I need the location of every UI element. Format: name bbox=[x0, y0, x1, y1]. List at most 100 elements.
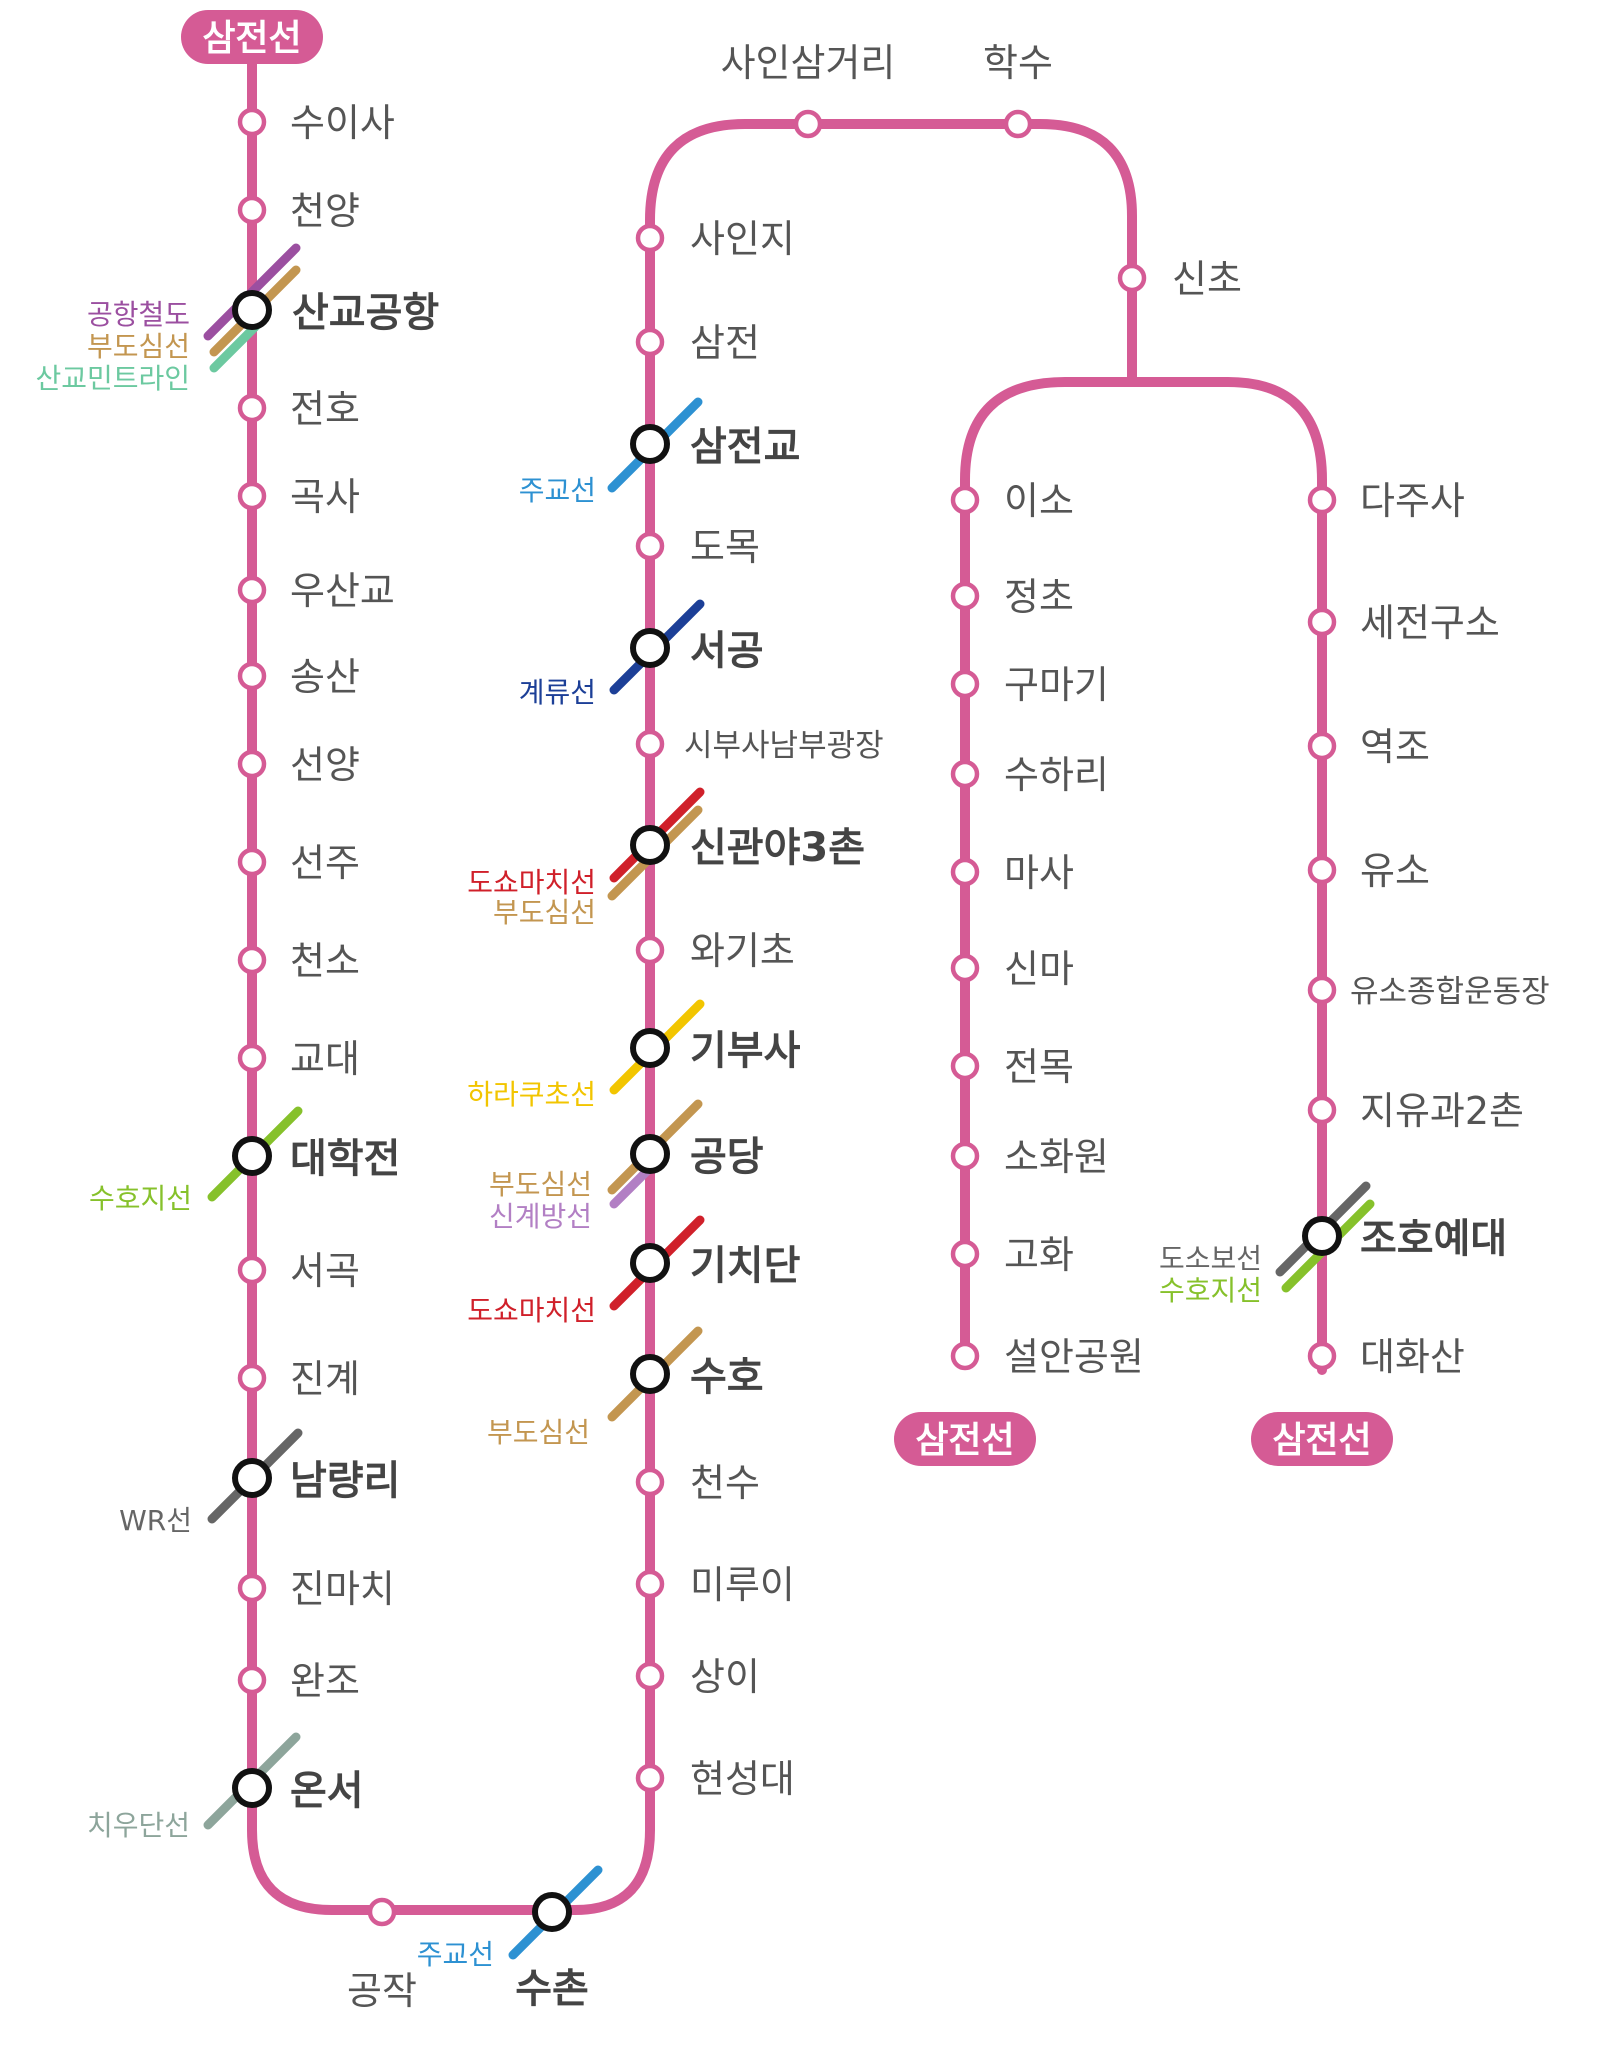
station-label-jeongcho[interactable]: 정초 bbox=[1004, 575, 1074, 619]
station-marker-haksu[interactable] bbox=[1003, 109, 1033, 139]
station-marker-yuso[interactable] bbox=[1307, 855, 1337, 885]
station-marker-dajusa[interactable] bbox=[1307, 485, 1337, 515]
station-label-gongjak[interactable]: 공작 bbox=[347, 1969, 417, 2013]
station-label-suisa[interactable]: 수이사 bbox=[290, 101, 395, 145]
station-label-sainsamgeori[interactable]: 사인삼거리 bbox=[721, 41, 896, 85]
station-label-wanjo[interactable]: 완조 bbox=[290, 1659, 360, 1703]
station-marker-gongdang[interactable] bbox=[630, 1134, 670, 1174]
station-label-gibusa[interactable]: 기부사 bbox=[690, 1028, 801, 1074]
station-label-iso[interactable]: 이소 bbox=[1004, 479, 1074, 523]
station-marker-jeonho[interactable] bbox=[237, 393, 267, 423]
station-label-seogok[interactable]: 서곡 bbox=[290, 1249, 360, 1293]
station-label-goha[interactable]: 고화 bbox=[1004, 1233, 1074, 1277]
station-label-dajusa[interactable]: 다주사 bbox=[1360, 479, 1465, 523]
station-marker-gibusa[interactable] bbox=[630, 1028, 670, 1068]
station-label-usangyo[interactable]: 우산교 bbox=[290, 569, 395, 613]
station-label-yuso-stadium[interactable]: 유소종합운동장 bbox=[1350, 974, 1550, 1010]
station-marker-songsan[interactable] bbox=[237, 661, 267, 691]
station-label-jeonho[interactable]: 전호 bbox=[290, 387, 360, 431]
station-marker-wagicho[interactable] bbox=[635, 935, 665, 965]
station-marker-samjeon[interactable] bbox=[635, 327, 665, 357]
station-label-gichidan[interactable]: 기치단 bbox=[690, 1243, 801, 1289]
station-label-sangi[interactable]: 상이 bbox=[690, 1655, 760, 1699]
station-marker-mirui[interactable] bbox=[635, 1569, 665, 1599]
station-label-songsan[interactable]: 송산 bbox=[290, 655, 360, 699]
station-marker-jinmachi[interactable] bbox=[237, 1573, 267, 1603]
station-label-cheonso[interactable]: 천소 bbox=[290, 939, 360, 983]
station-marker-cheonyang[interactable] bbox=[237, 195, 267, 225]
station-label-goksa[interactable]: 곡사 bbox=[290, 475, 360, 519]
station-marker-daehakjeon[interactable] bbox=[232, 1136, 272, 1176]
station-label-sinma[interactable]: 신마 bbox=[1004, 947, 1074, 991]
station-label-cheonyang[interactable]: 천양 bbox=[290, 189, 360, 233]
station-marker-seonyang[interactable] bbox=[237, 749, 267, 779]
station-marker-seogok[interactable] bbox=[237, 1255, 267, 1285]
station-marker-gichidan[interactable] bbox=[630, 1243, 670, 1283]
station-marker-sainji[interactable] bbox=[635, 223, 665, 253]
station-marker-masa[interactable] bbox=[950, 857, 980, 887]
station-marker-sainsamgeori[interactable] bbox=[793, 109, 823, 139]
terminal-badge-bottom-right[interactable]: 삼전선 bbox=[1251, 1412, 1393, 1466]
station-marker-gumagi[interactable] bbox=[950, 669, 980, 699]
station-marker-sangi[interactable] bbox=[635, 1661, 665, 1691]
station-marker-seonju[interactable] bbox=[237, 847, 267, 877]
station-marker-suchon[interactable] bbox=[532, 1892, 572, 1932]
station-marker-seolan-park[interactable] bbox=[950, 1341, 980, 1371]
station-marker-daehwasan[interactable] bbox=[1307, 1341, 1337, 1371]
station-marker-wanjo[interactable] bbox=[237, 1665, 267, 1695]
station-marker-jeonmok[interactable] bbox=[950, 1051, 980, 1081]
station-marker-sejeongguso[interactable] bbox=[1307, 607, 1337, 637]
station-marker-yuso-stadium[interactable] bbox=[1307, 975, 1337, 1005]
station-label-sibusa-nambu[interactable]: 시부사남부광장 bbox=[684, 728, 884, 764]
terminal-badge-bottom-middle[interactable]: 삼전선 bbox=[894, 1412, 1036, 1466]
station-marker-iso[interactable] bbox=[950, 485, 980, 515]
station-label-sainji[interactable]: 사인지 bbox=[690, 217, 795, 261]
station-marker-jeongcho[interactable] bbox=[950, 581, 980, 611]
station-marker-cheonso[interactable] bbox=[237, 945, 267, 975]
station-label-jingye[interactable]: 진계 bbox=[290, 1357, 360, 1401]
station-label-daehakjeon[interactable]: 대학전 bbox=[290, 1136, 400, 1182]
station-label-johoyedae[interactable]: 조호예대 bbox=[1360, 1216, 1507, 1262]
station-label-jeonmok[interactable]: 전목 bbox=[1004, 1045, 1074, 1089]
station-label-singwanya3chon[interactable]: 신관야3촌 bbox=[690, 825, 865, 871]
station-label-seonju[interactable]: 선주 bbox=[290, 841, 360, 885]
station-label-yeokjo[interactable]: 역조 bbox=[1360, 725, 1430, 769]
station-label-wagicho[interactable]: 와기초 bbox=[690, 929, 795, 973]
station-marker-sincho[interactable] bbox=[1117, 263, 1147, 293]
station-marker-suisa[interactable] bbox=[237, 107, 267, 137]
station-label-mirui[interactable]: 미루이 bbox=[690, 1563, 795, 1607]
station-marker-suho[interactable] bbox=[630, 1354, 670, 1394]
station-label-jiyugwa2chon[interactable]: 지유과2촌 bbox=[1360, 1089, 1524, 1133]
station-label-suho[interactable]: 수호 bbox=[690, 1354, 764, 1400]
station-marker-seogong[interactable] bbox=[630, 628, 670, 668]
station-marker-gongjak[interactable] bbox=[367, 1897, 397, 1927]
station-marker-sangyo-airport[interactable] bbox=[232, 290, 272, 330]
station-label-gyodae[interactable]: 교대 bbox=[290, 1037, 360, 1081]
station-label-namryangri[interactable]: 남량리 bbox=[290, 1458, 400, 1504]
station-label-sejeongguso[interactable]: 세전구소 bbox=[1360, 601, 1500, 645]
station-marker-namryangri[interactable] bbox=[232, 1458, 272, 1498]
station-marker-goha[interactable] bbox=[950, 1239, 980, 1269]
station-label-samjeon[interactable]: 삼전 bbox=[690, 321, 760, 365]
station-marker-johoyedae[interactable] bbox=[1302, 1216, 1342, 1256]
station-label-seonyang[interactable]: 선양 bbox=[290, 743, 360, 787]
station-label-sohwawon[interactable]: 소화원 bbox=[1004, 1135, 1109, 1179]
station-label-sangyo-airport[interactable]: 산교공항 bbox=[292, 290, 439, 336]
station-marker-yeokjo[interactable] bbox=[1307, 731, 1337, 761]
terminal-badge-top-left[interactable]: 삼전선 bbox=[181, 10, 323, 64]
station-label-haksu[interactable]: 학수 bbox=[983, 41, 1053, 85]
station-label-seolan-park[interactable]: 설안공원 bbox=[1004, 1335, 1144, 1379]
station-marker-gyodae[interactable] bbox=[237, 1043, 267, 1073]
station-label-yuso[interactable]: 유소 bbox=[1360, 849, 1430, 893]
station-label-gumagi[interactable]: 구마기 bbox=[1004, 663, 1109, 707]
station-label-daehwasan[interactable]: 대화산 bbox=[1360, 1335, 1465, 1379]
station-marker-cheonsu[interactable] bbox=[635, 1467, 665, 1497]
station-marker-goksa[interactable] bbox=[237, 481, 267, 511]
station-label-domok[interactable]: 도목 bbox=[690, 525, 760, 569]
station-marker-jiyugwa2chon[interactable] bbox=[1307, 1095, 1337, 1125]
station-marker-jingye[interactable] bbox=[237, 1363, 267, 1393]
station-marker-sibusa-nambu[interactable] bbox=[635, 729, 665, 759]
station-label-seogong[interactable]: 서공 bbox=[690, 628, 764, 674]
station-label-gongdang[interactable]: 공당 bbox=[690, 1134, 764, 1180]
station-marker-samjeongyo[interactable] bbox=[630, 424, 670, 464]
